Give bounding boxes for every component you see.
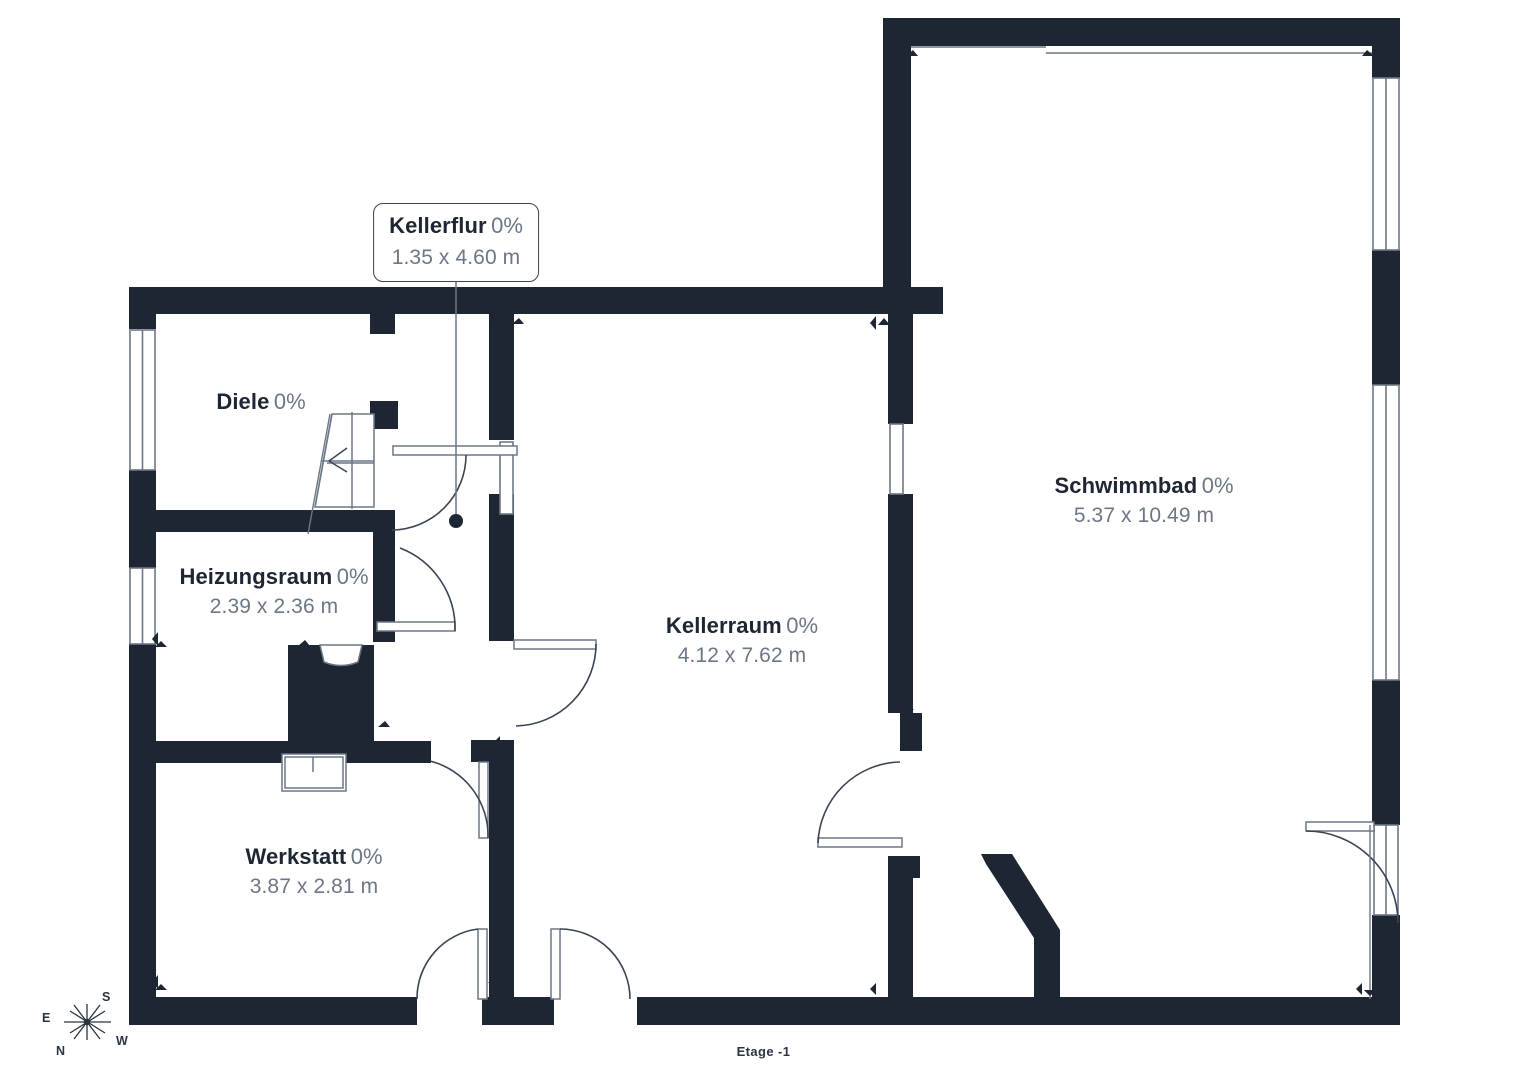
dim-arrow-schwimmbad-door-b (1364, 990, 1376, 996)
wall-diele-stub-top (370, 314, 395, 334)
dim-arrow-heizung-right (378, 721, 390, 727)
window-corridor (499, 441, 514, 515)
wall-angled-step (981, 854, 1060, 998)
dimension-marker-group (152, 50, 1376, 996)
wall-pool-left-upper (883, 18, 911, 308)
room-name-kellerflur: Kellerflur (389, 213, 487, 238)
wall-corridor-right-upper (489, 314, 514, 440)
compass-label-north: N (56, 1044, 66, 1058)
dim-arrow-left-low (152, 975, 158, 989)
wall-corridor-right-lower (489, 740, 514, 998)
wall-heizung-right (373, 510, 395, 642)
stair-direction-arrow (328, 447, 348, 473)
compass-label-east: E (42, 1011, 51, 1025)
wall-heizung-werkstatt (143, 741, 431, 763)
wall-pool-top (883, 18, 1400, 46)
dim-arrow-corridor-bottom (488, 977, 500, 983)
wall-left-top (129, 287, 156, 329)
wall-kellerraum-right-jog (900, 713, 922, 751)
callout-leader (449, 270, 463, 528)
dim-arrow-left-mid2 (155, 641, 167, 647)
dim-arrow-pool-topright (1362, 50, 1374, 56)
compass-star-icon (64, 1004, 111, 1040)
door-diele-kellerflur (391, 445, 518, 531)
door-bottom-left (416, 928, 488, 1000)
fixture-workbench-inner (284, 756, 344, 789)
dim-arrow-left-mid (152, 632, 158, 646)
dim-arrow-pool-bottom (1356, 983, 1362, 995)
window-group (129, 77, 1400, 916)
wall-pool-right-low (1372, 680, 1400, 825)
dim-arrow-pool-topleft (906, 50, 918, 56)
dim-arrow-bottom-mid (498, 980, 510, 986)
wall-diele-heizung (143, 510, 395, 532)
room-label-kellerflur: Kellerflur 0% 1.35 x 4.60 m (373, 203, 539, 282)
dim-arrow-kellerraum-bottom (870, 983, 876, 995)
door-bottom-right (550, 928, 631, 1000)
door-schwimmbad-exterior (1305, 821, 1399, 999)
dim-arrow-left-low2 (155, 984, 167, 990)
dim-arrow-corridor-low (494, 736, 500, 748)
wall-kellerraum-right-lowjog (900, 856, 920, 878)
wall-left-low (129, 644, 156, 1025)
dim-arrow-pool-left2 (878, 318, 890, 325)
dim-arrow-kellerraum-midright (902, 704, 914, 710)
door-kellerraum-schwimmbad (817, 761, 903, 848)
wall-kellerraum-right-lower (888, 856, 913, 998)
staircase (307, 412, 375, 535)
dim-arrow-chimney (298, 640, 310, 646)
door-kellerflur-kellerraum (513, 639, 597, 727)
wall-corridor-right-mid (489, 494, 514, 641)
floor-level-label: Etage -1 (736, 1044, 791, 1059)
wall-bottom-left (129, 997, 417, 1025)
wall-group (129, 18, 1400, 1025)
wall-pool-right-top (1372, 18, 1400, 78)
compass-rose: S E W N (30, 978, 140, 1058)
room-percent-kellerflur: 0% (491, 213, 523, 238)
window-kellerraum-right (889, 423, 904, 495)
wall-house-top (129, 287, 943, 314)
wall-bottom-corridor (482, 997, 554, 1025)
callout-leader-dot (449, 514, 463, 528)
wall-kellerraum-right-upper (888, 314, 913, 424)
door-group (376, 46, 1399, 1000)
fixture-sink (319, 644, 363, 667)
fixture-group (281, 644, 363, 792)
wall-bottom-right (637, 997, 1400, 1025)
door-heizungsraum (376, 547, 456, 632)
stair-run-line (307, 413, 331, 535)
dim-arrow-house-top-left2 (512, 318, 524, 324)
wall-pool-right-mid (1372, 250, 1400, 385)
wall-corridor-jog (471, 740, 491, 762)
compass-label-south: S (102, 990, 111, 1004)
room-dimensions-kellerflur: 1.35 x 4.60 m (391, 245, 521, 269)
wall-kellerraum-right-mid (888, 494, 913, 713)
dim-arrow-pool-left (870, 316, 876, 330)
wall-house-pool-connector (883, 287, 943, 314)
dim-arrow-house-top-left (491, 316, 497, 330)
compass-label-west: W (116, 1034, 128, 1048)
door-werkstatt-kellerflur (429, 760, 489, 839)
